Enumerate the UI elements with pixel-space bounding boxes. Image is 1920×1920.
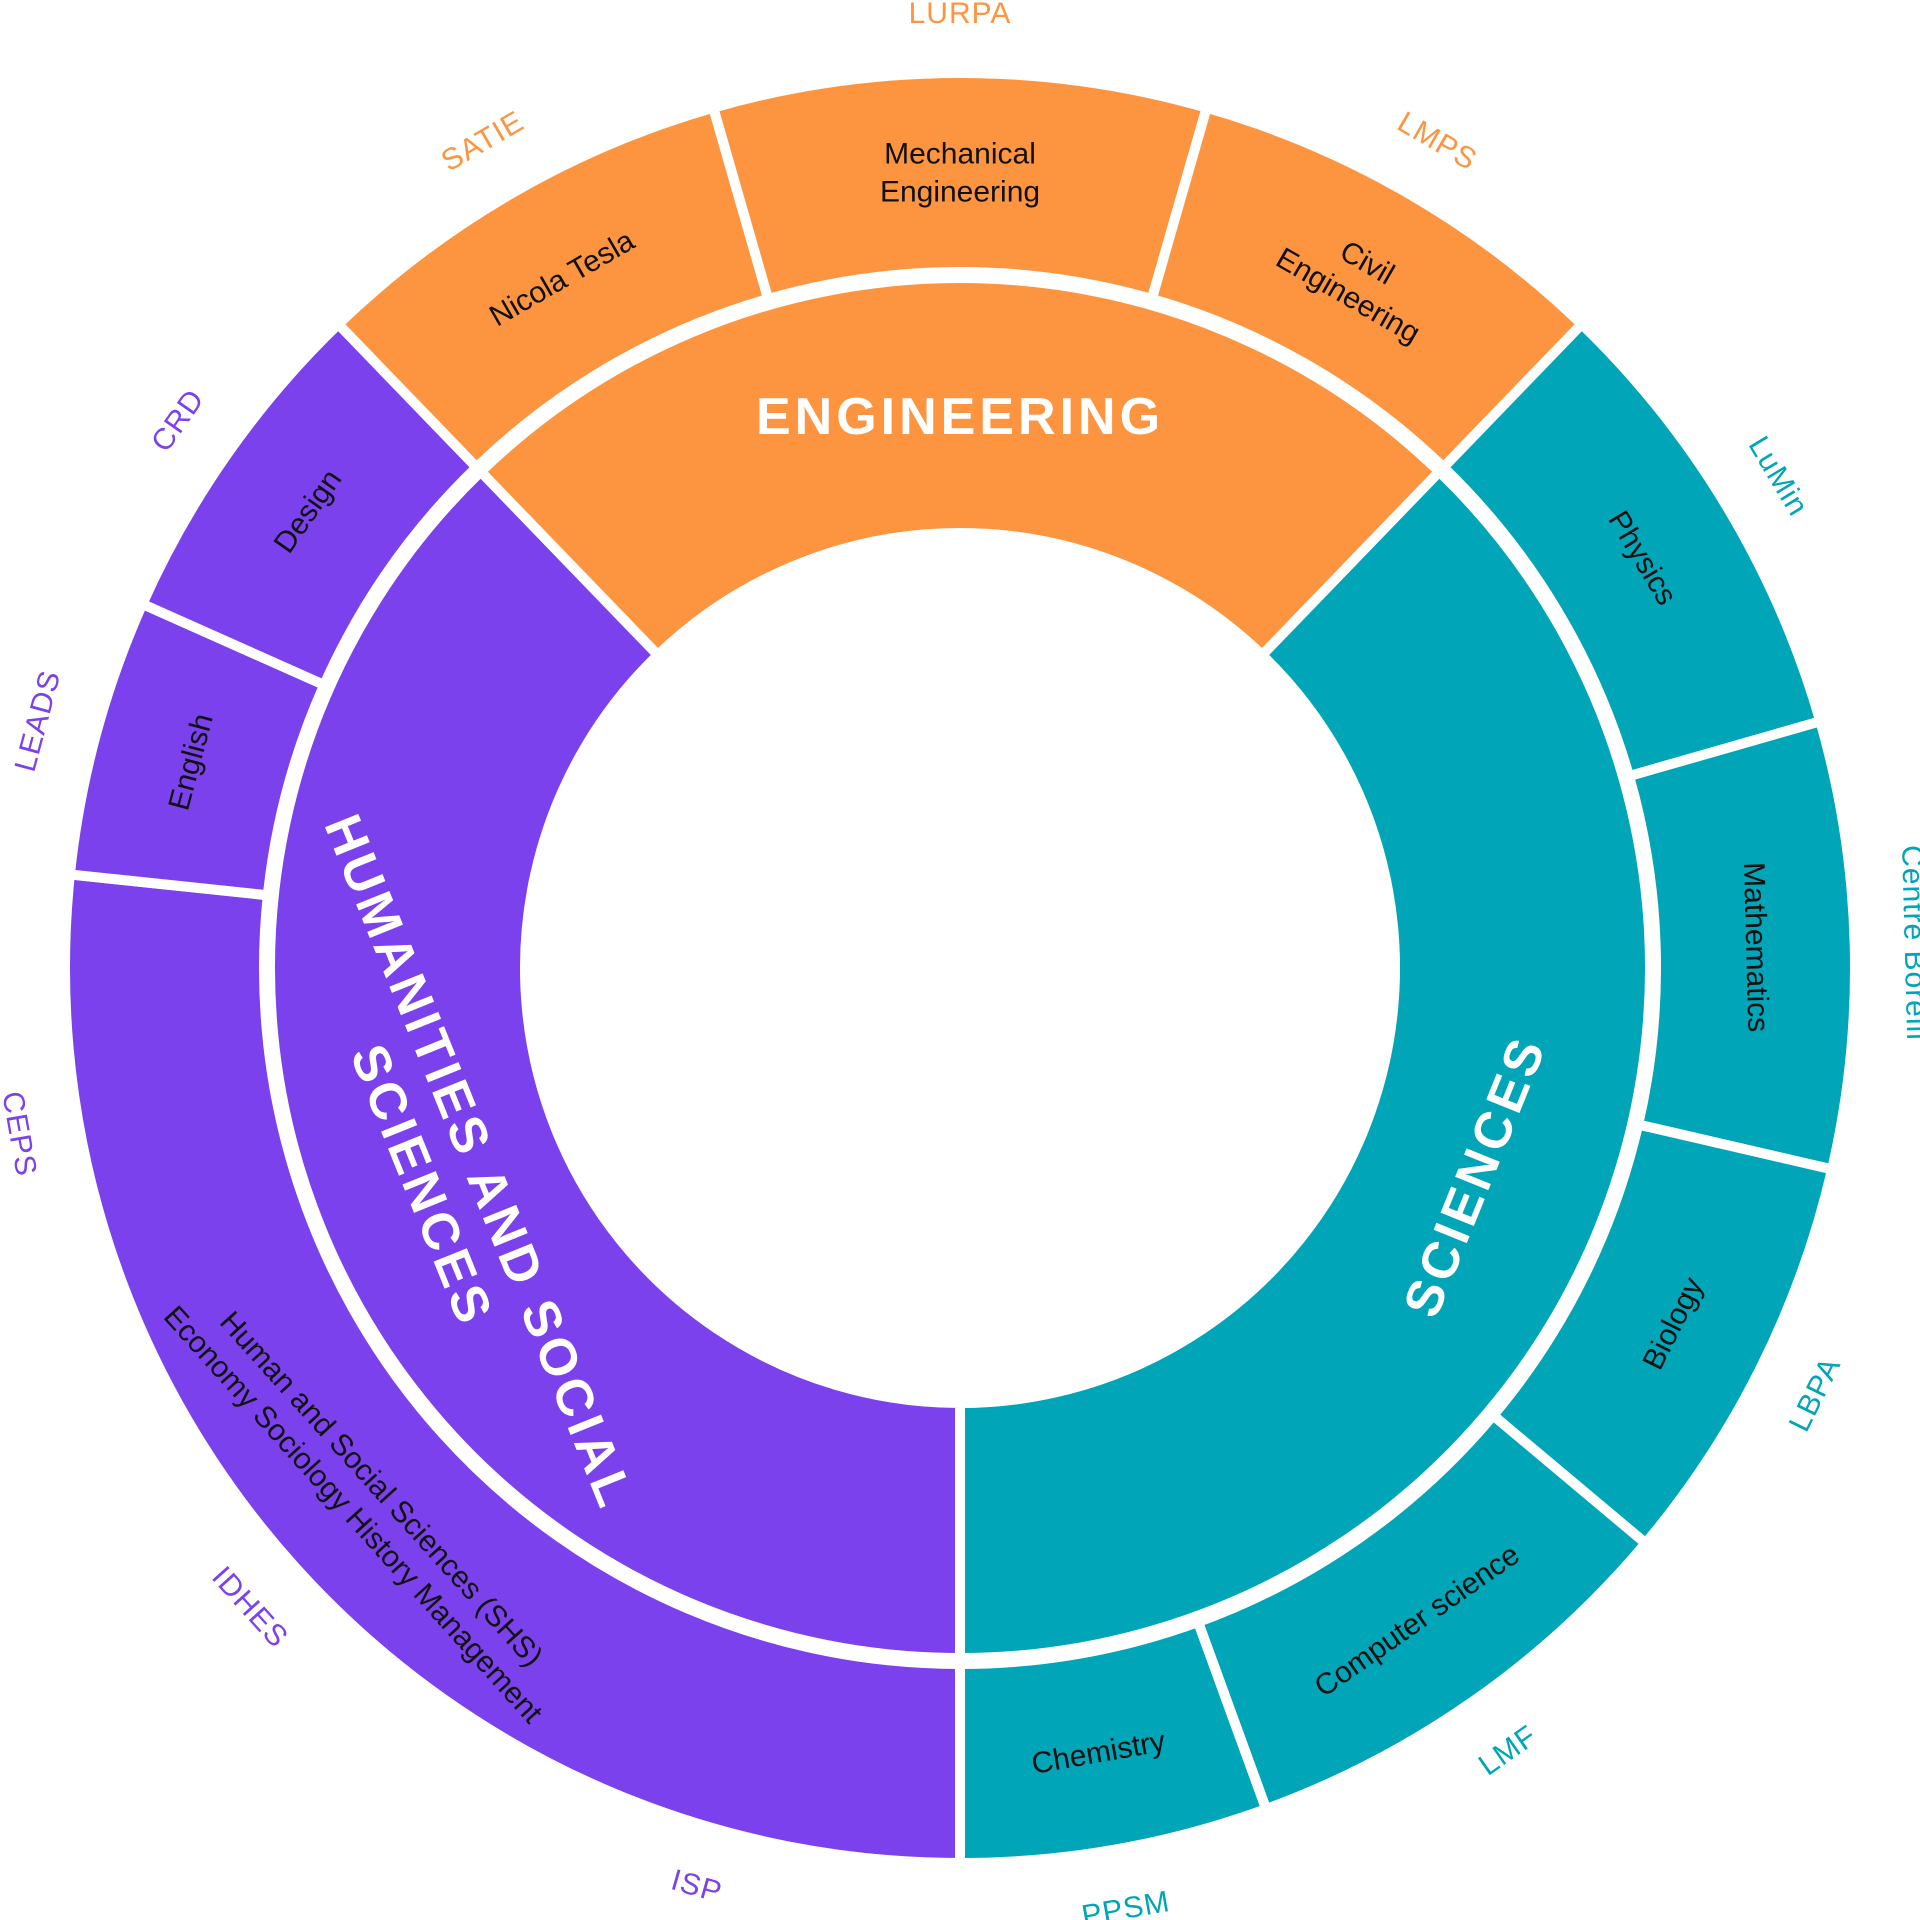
lab-label: LMF [1473,1719,1544,1782]
lab-label: LuMin [1742,431,1815,522]
lab-label: Centre Borelli [1895,845,1920,1042]
humanities-department-segment [60,868,965,1869]
lab-label: PPSM [1079,1885,1172,1920]
lab-label: LEADS [9,667,68,775]
humanities-inner-segment [265,464,965,1664]
lab-label: LBPA [1783,1352,1848,1437]
department-label-line: Engineering [880,176,1040,209]
lab-label: LURPA [909,0,1012,30]
department-label: Mathematics [1737,862,1774,1033]
engineering-group-label-line: ENGINEERING [756,388,1164,446]
department-label-line: Mechanical [884,138,1036,171]
lab-label: LMPS [1392,106,1483,177]
humanities-department-segment [135,317,484,692]
lab-label: ISP [667,1864,725,1910]
engineering-group-label: ENGINEERING [756,388,1164,446]
lab-label: SATIE [436,105,530,178]
sciences-inner-segment [955,464,1655,1664]
lab-label: CEPS [0,1089,43,1179]
engineering-inner-segment [473,273,1447,663]
lab-label: CRD [145,383,211,458]
lab-label: IDHES [205,1560,294,1654]
diagram-segments [60,68,1860,1869]
department-label-line: Mathematics [1737,862,1774,1033]
